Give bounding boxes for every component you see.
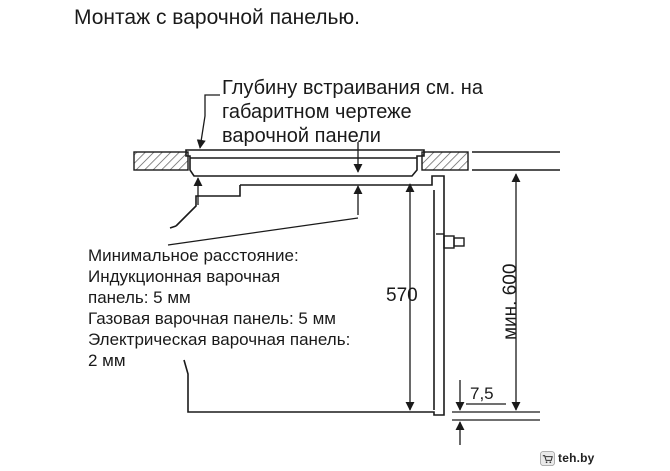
min-distance-note: Минимальное расстояние: Индукционная вар…: [88, 245, 350, 371]
depth-note-line: Глубину встраивания см. на: [222, 77, 483, 99]
depth-note-line: варочной панели: [222, 125, 381, 147]
min-distance-line: Электрическая варочная панель:: [88, 330, 351, 349]
min-distance-line: 2 мм: [88, 351, 126, 370]
min-distance-line: панель: 5 мм: [88, 288, 191, 307]
min-distance-line: Минимальное расстояние:: [88, 246, 299, 265]
min-distance-line: Индукционная варочная: [88, 267, 281, 286]
dimension-570-label: 570: [386, 285, 418, 306]
dimension-7-5-line: [452, 380, 540, 445]
shopping-cart-icon: [540, 450, 555, 466]
depth-note: Глубину встраивания см. на габаритном че…: [222, 76, 483, 148]
diagram-title: Монтаж с варочной панелью.: [74, 6, 360, 29]
depth-note-leader: [196, 94, 220, 149]
counter-edge-right: [472, 151, 560, 171]
gap-arrows: [193, 142, 363, 215]
depth-note-line: габаритном чертеже: [222, 101, 412, 123]
dimension-7-5-label: 7,5: [470, 384, 494, 403]
countertop: [133, 151, 469, 171]
cooktop-outline: [185, 149, 425, 177]
oven-knob: [436, 233, 465, 249]
oven-outline: [169, 175, 445, 416]
dimension-600-label: мин. 600: [500, 263, 521, 340]
watermark: teh.by: [540, 448, 595, 468]
min-distance-line: Газовая варочная панель: 5 мм: [88, 309, 336, 328]
min-distance-leader: [167, 217, 359, 246]
dimension-600-line: [452, 173, 540, 413]
watermark-text: teh.by: [558, 451, 595, 465]
